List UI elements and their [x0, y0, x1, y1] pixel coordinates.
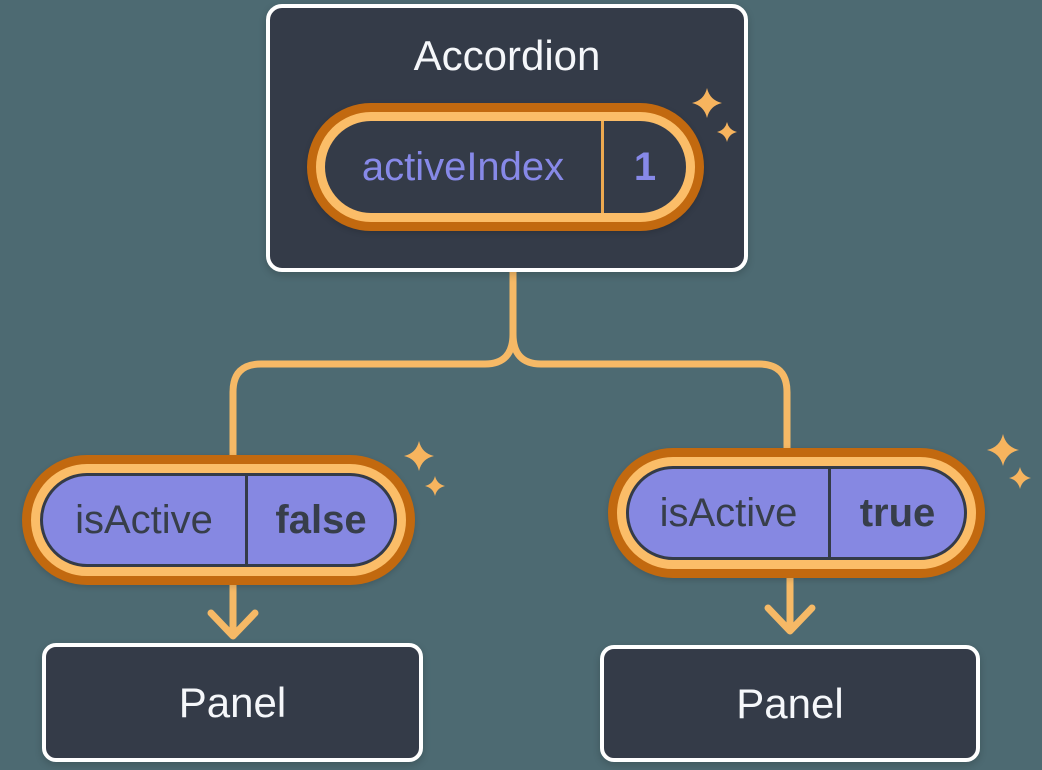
state-label: activeIndex — [361, 144, 565, 189]
state-pill: activeIndex 1 — [307, 103, 704, 231]
prop-pill-left-core: isActive false — [40, 473, 397, 567]
connector-branch-left — [229, 330, 517, 462]
prop-value-left: false — [275, 497, 367, 542]
prop-pill-right-core: isActive true — [626, 466, 967, 560]
state-pill-divider — [601, 121, 604, 213]
connector-branch-right — [509, 330, 791, 456]
arrow-right-head — [764, 604, 816, 635]
panel-title-left: Panel — [178, 678, 287, 726]
prop-label-right: isActive — [659, 490, 798, 535]
sparkle-icon-left-pill — [404, 441, 445, 496]
prop-pill-left-divider — [245, 476, 248, 564]
sparkle-icon-right-pill — [986, 433, 1031, 489]
accordion-title: Accordion — [413, 32, 601, 79]
state-pill-core: activeIndex 1 — [325, 121, 686, 213]
prop-label-left: isActive — [75, 497, 213, 542]
arrow-left-head — [207, 609, 259, 640]
prop-pill-right-divider — [828, 469, 831, 557]
prop-value-right: true — [859, 490, 936, 535]
prop-pill-left: isActive false — [22, 455, 415, 585]
state-value: 1 — [633, 144, 657, 189]
panel-title-right: Panel — [736, 679, 844, 727]
prop-pill-right: isActive true — [608, 448, 985, 578]
panel-node-right: Panel — [600, 645, 980, 762]
panel-node-left: Panel — [42, 643, 423, 762]
